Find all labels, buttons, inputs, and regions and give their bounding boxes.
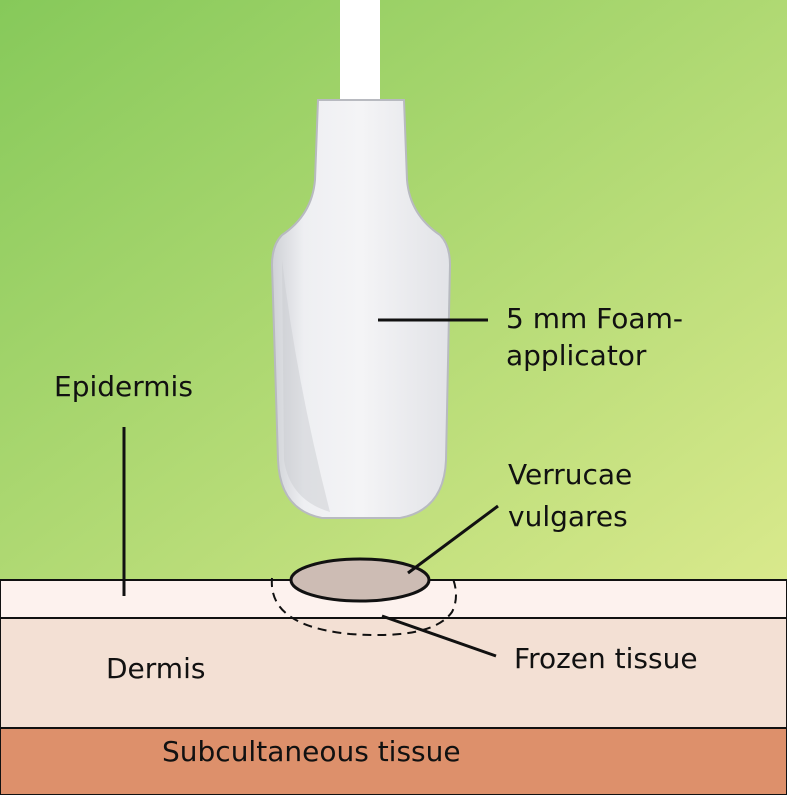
subcutaneous-layer [0,727,787,795]
verrucae-leader-line [407,504,499,575]
verrucae-wart [289,557,431,603]
verrucae-label-line1: Verrucae [508,458,633,491]
frozen-tissue-zone [270,575,457,637]
verrucae-label-line2: vulgares [508,500,628,533]
applicator-label-line1: 5 mm Foam- [506,302,683,335]
applicator-stick [340,0,380,104]
frozen-tissue-leader-line [381,614,497,658]
epidermis-label: Epidermis [54,370,193,403]
frozen-tissue-label: Frozen tissue [514,642,698,675]
dermis-label: Dermis [106,652,206,685]
foam-shadow [282,260,330,512]
applicator-label-line2: applicator [506,339,647,372]
subcutaneous-label: Subcultaneous tissue [162,735,461,768]
foam-applicator-head [270,99,452,519]
